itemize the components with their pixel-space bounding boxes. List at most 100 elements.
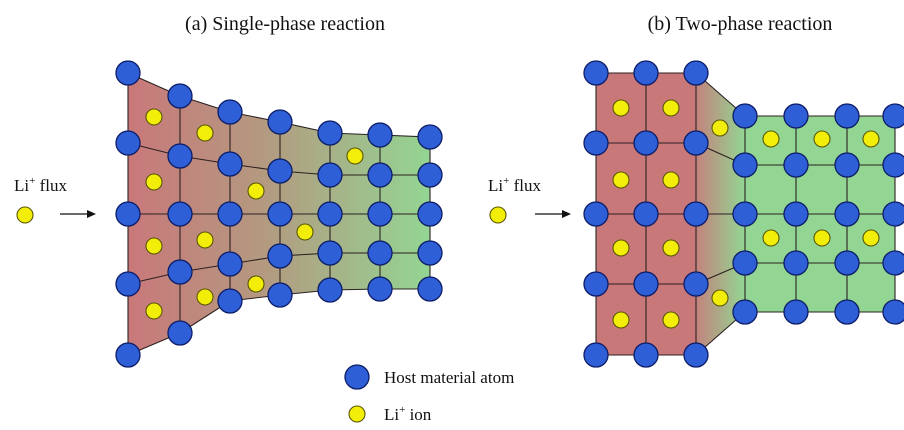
li-ion [612,99,630,117]
host-atom [115,201,141,227]
li-ion [296,223,314,241]
panel-a-flux-label: Li+ flux [14,175,67,195]
host-atom [683,130,709,156]
host-atom [834,201,860,227]
host-atom [417,124,443,150]
host-atom [633,201,659,227]
li-ion [346,147,364,165]
host-atom [683,201,709,227]
legend: Host material atom Li+ ion [344,364,514,424]
host-atom [683,60,709,86]
host-atom [683,342,709,368]
li-ion [762,229,780,247]
host-atom [633,60,659,86]
host-atom [417,240,443,266]
host-atom [583,271,609,297]
host-atom [267,243,293,269]
host-atom [882,103,904,129]
legend-li-ion-icon [348,405,366,423]
li-ion [711,119,729,137]
host-atom [882,152,904,178]
li-ions-a [145,108,364,320]
host-atom [167,83,193,109]
li-ion [612,239,630,257]
host-atom [167,201,193,227]
host-atom [267,282,293,308]
host-atom [583,60,609,86]
li-ion [662,171,680,189]
panel-a: (a) Single-phase reaction Li+ flux [14,13,443,368]
panel-a-title: (a) Single-phase reaction [185,13,385,35]
host-atom [167,320,193,346]
host-atom [317,240,343,266]
legend-ion-label: Li+ ion [384,404,432,424]
li-ion [711,289,729,307]
host-atom [834,250,860,276]
li-ion [862,229,880,247]
host-atom [834,152,860,178]
host-atom [783,103,809,129]
li-ion [862,130,880,148]
host-atom [583,130,609,156]
li-ion [247,275,265,293]
host-atom [583,201,609,227]
li-ion [813,130,831,148]
li-ion [145,237,163,255]
host-atom [417,201,443,227]
flux-arrow-icon [60,210,96,218]
li-ion [145,302,163,320]
host-atom [267,109,293,135]
flux-ion-icon [16,206,34,224]
host-atom [417,162,443,188]
panel-b: (b) Two-phase reaction Li+ flux [488,13,904,368]
li-ion [662,239,680,257]
host-atom [367,162,393,188]
host-atom [417,276,443,302]
host-atom [217,251,243,277]
li-ion [196,231,214,249]
host-atom [633,271,659,297]
panel-b-title: (b) Two-phase reaction [648,13,833,35]
host-atom [732,152,758,178]
legend-host-label: Host material atom [384,368,514,387]
host-atom [783,201,809,227]
host-atom [317,120,343,146]
host-atom [217,99,243,125]
host-atom [783,250,809,276]
legend-host-atom-icon [344,364,370,390]
host-atom [633,130,659,156]
host-atom [217,288,243,314]
li-ion [145,173,163,191]
host-atom [732,103,758,129]
host-atom [367,122,393,148]
host-atom [167,259,193,285]
flux-arrow-icon [535,210,571,218]
host-atom [267,158,293,184]
li-ion [196,124,214,142]
host-atom [732,299,758,325]
host-atom [633,342,659,368]
host-atom [367,240,393,266]
host-atom [115,342,141,368]
host-atom [115,271,141,297]
li-ion [612,311,630,329]
host-atom [217,201,243,227]
host-atom [834,299,860,325]
host-atom [783,152,809,178]
host-atoms-a [115,60,443,368]
host-atom [882,299,904,325]
host-atom [317,162,343,188]
host-atom [167,143,193,169]
li-ion [145,108,163,126]
host-atoms-b [583,60,904,368]
li-ion [247,182,265,200]
li-ion [612,171,630,189]
li-ion [662,99,680,117]
host-atom [115,60,141,86]
panel-b-flux-label: Li+ flux [488,175,541,195]
host-atom [732,250,758,276]
host-atom [367,276,393,302]
host-atom [267,201,293,227]
flux-ion-icon [489,206,507,224]
